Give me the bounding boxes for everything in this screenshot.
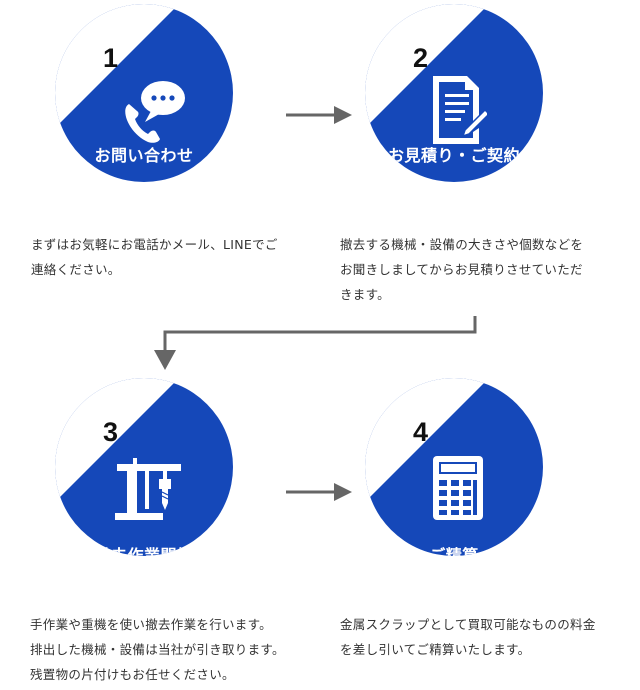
step-title: 撤去作業開始: [94, 546, 194, 556]
step-number: 2: [413, 43, 429, 73]
document-pen-icon: [433, 76, 487, 144]
step-4: 4 ご精算 金属スクラップとして買取可能なものの料金 を差し引いてご精算いたしま…: [340, 378, 623, 668]
description-line: 連絡ください。: [31, 262, 121, 277]
description-line: 排出した機械・設備は当社が引き取ります。: [30, 642, 285, 657]
step-description: まずはお気軽にお電話かメール、LINEでご 連絡ください。: [31, 232, 321, 282]
arrow-right-icon: [286, 106, 352, 124]
step-corner-wedge: [365, 4, 489, 128]
step-corner-wedge: [55, 4, 179, 128]
step-circle: 4 ご精算: [365, 378, 543, 556]
description-line: 撤去する機械・設備の大きさや個数などを: [340, 237, 584, 252]
step-description: 撤去する機械・設備の大きさや個数などを お聞きしましてからお見積りさせていただ …: [340, 232, 625, 307]
step-description: 金属スクラップとして買取可能なものの料金 を差し引いてご精算いたします。: [340, 612, 625, 662]
crane-drill-icon: [115, 458, 181, 520]
description-line: 手作業や重機を使い撤去作業を行います。: [30, 617, 272, 632]
step-title: お見積り・ご契約: [387, 146, 520, 165]
step-corner-wedge: [55, 378, 179, 502]
description-line: 金属スクラップとして買取可能なものの料金: [340, 617, 596, 632]
step-description: 手作業や重機を使い撤去作業を行います。 排出した機械・設備は当社が引き取ります。…: [30, 612, 320, 687]
step-title: ご精算: [429, 546, 479, 556]
step-2: 2 お見積り・ご契約 撤去する機械・設備の大きさや個数などを お聞きしましてから…: [340, 4, 623, 304]
step-circle: 3 撤去作業開始: [55, 378, 233, 556]
calculator-icon: [433, 456, 483, 520]
step-corner-wedge: [365, 378, 489, 502]
description-line: お聞きしましてからお見積りさせていただ: [340, 262, 583, 277]
description-line: を差し引いてご精算いたします。: [340, 642, 531, 657]
step-number: 4: [413, 417, 429, 447]
arrow-right-icon: [286, 483, 352, 501]
arrow-down-connector-icon: [154, 316, 477, 370]
step-title: お問い合わせ: [94, 146, 194, 165]
step-1: 1 お問い合わせ まずはお気軽にお電話かメール、LINEでご 連絡ください。: [31, 4, 313, 277]
step-number: 1: [103, 43, 119, 73]
step-circle: 1 お問い合わせ: [55, 4, 233, 182]
step-circle: 2 お見積り・ご契約: [365, 4, 543, 182]
description-line: まずはお気軽にお電話かメール、LINEでご: [31, 237, 278, 252]
description-line: きます。: [340, 287, 390, 302]
step-number: 3: [103, 417, 119, 447]
step-3: 3 撤去作業開始 手作業や重機を使い撤去作業を行います。 排出した機械・設備は当…: [30, 378, 313, 688]
description-line: 残置物の片付けもお任せください。: [30, 667, 235, 682]
chat-phone-icon: [125, 81, 185, 143]
